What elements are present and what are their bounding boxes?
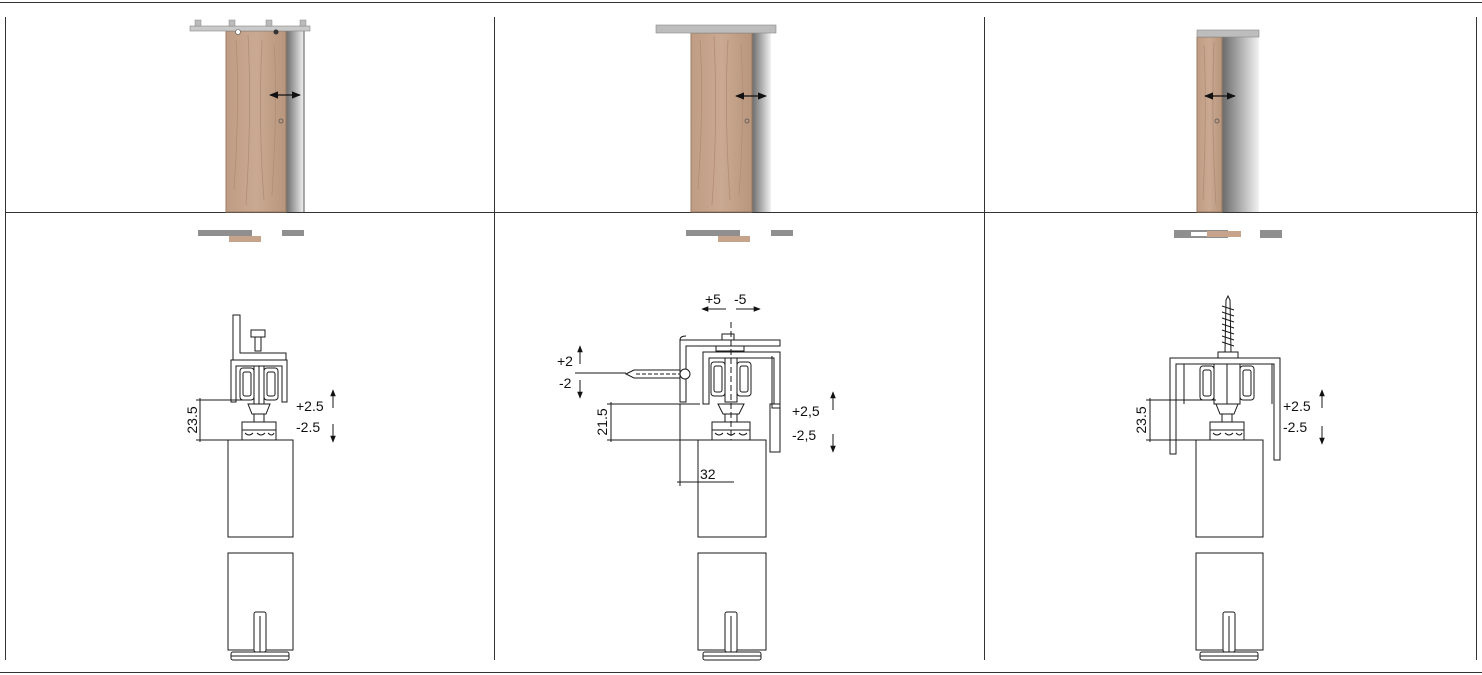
dimension-height-middle: 21.5 <box>594 408 610 435</box>
dimension-height-left: 23.5 <box>184 406 200 433</box>
plan-view-left <box>198 230 304 242</box>
adjust-down-middle: -2,5 <box>792 427 816 443</box>
top-rail <box>189 25 311 32</box>
section-drawing-left <box>196 314 336 661</box>
door-illustration-right <box>1196 29 1260 213</box>
wall-opening <box>752 33 771 212</box>
door-knob <box>1214 118 1220 124</box>
door-illustration-left <box>189 19 311 213</box>
door-section <box>227 439 294 538</box>
adjust-down-left: -2.5 <box>296 419 320 435</box>
door-section <box>1195 439 1264 538</box>
adjust-up-right: +2.5 <box>1283 398 1311 414</box>
door-leaf <box>1196 36 1223 213</box>
dimension-width-middle: 32 <box>700 466 716 482</box>
section-drawing-middle <box>575 306 836 661</box>
dimension-height-right: 23.5 <box>1133 406 1149 433</box>
section-drawing-right <box>1146 294 1325 661</box>
door-section <box>697 439 767 538</box>
door-illustration-middle <box>655 24 777 213</box>
horizontal-minus-middle: -5 <box>734 291 747 307</box>
wall-opening <box>1222 37 1259 212</box>
wall-minus-middle: -2 <box>559 375 572 391</box>
adjust-down-right: -2.5 <box>1283 419 1307 435</box>
wall-plus-middle: +2 <box>557 353 573 369</box>
door-leaf <box>225 30 287 213</box>
wall-opening <box>286 31 304 212</box>
top-rail <box>655 24 777 34</box>
plan-view-middle <box>686 230 793 242</box>
door-knob <box>278 118 284 124</box>
adjust-up-middle: +2,5 <box>792 403 820 419</box>
plan-view-right <box>1174 230 1282 238</box>
top-rail <box>1196 29 1260 38</box>
adjust-up-left: +2.5 <box>296 398 324 414</box>
door-leaf <box>690 32 753 213</box>
horizontal-plus-middle: +5 <box>705 291 721 307</box>
door-knob <box>744 118 750 124</box>
